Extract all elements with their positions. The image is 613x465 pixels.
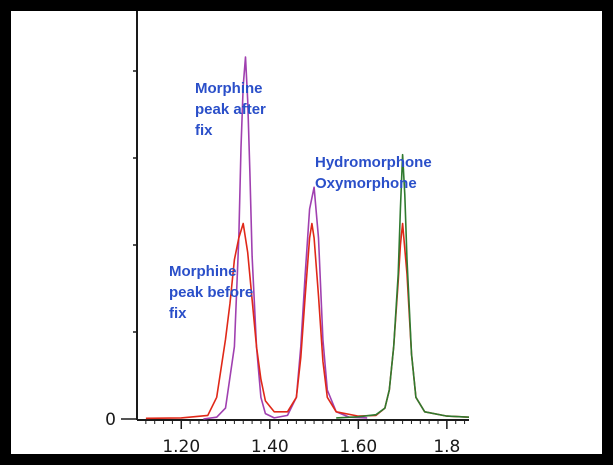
chart-frame: 0 1.20 1.40 1.60 1.8 Morphine peak after fix…: [11, 11, 602, 454]
trace-series-1: [203, 56, 368, 420]
y-tick-label: 0: [105, 410, 116, 430]
annotation-hydromorphone-oxymorphone: Hydromorphone Oxymorphone: [315, 152, 432, 194]
annotation-line: peak after: [195, 101, 266, 118]
trace-series-3: [336, 153, 470, 419]
annotation-line: Hydromorphone: [315, 154, 432, 171]
annotation-line: Oxymorphone: [315, 175, 417, 192]
trace-series-2: [145, 222, 470, 420]
chromatogram-chart: 0 1.20 1.40 1.60 1.8: [105, 11, 470, 454]
x-tick-label: 1.8: [433, 437, 460, 454]
annotation-morphine-before: Morphine peak before fix: [169, 261, 253, 324]
annotation-line: fix: [195, 122, 213, 139]
annotation-line: peak before: [169, 284, 254, 301]
x-tick-label: 1.20: [162, 437, 200, 454]
x-tick-label: 1.40: [251, 437, 289, 454]
annotation-line: fix: [169, 305, 187, 322]
x-tick-label: 1.60: [339, 437, 377, 454]
annotation-line: Morphine: [195, 80, 263, 97]
axes: 0 1.20 1.40 1.60 1.8: [105, 11, 469, 454]
annotation-line: Morphine: [169, 263, 237, 280]
traces: [145, 56, 470, 420]
annotation-morphine-after: Morphine peak after fix: [195, 78, 266, 141]
